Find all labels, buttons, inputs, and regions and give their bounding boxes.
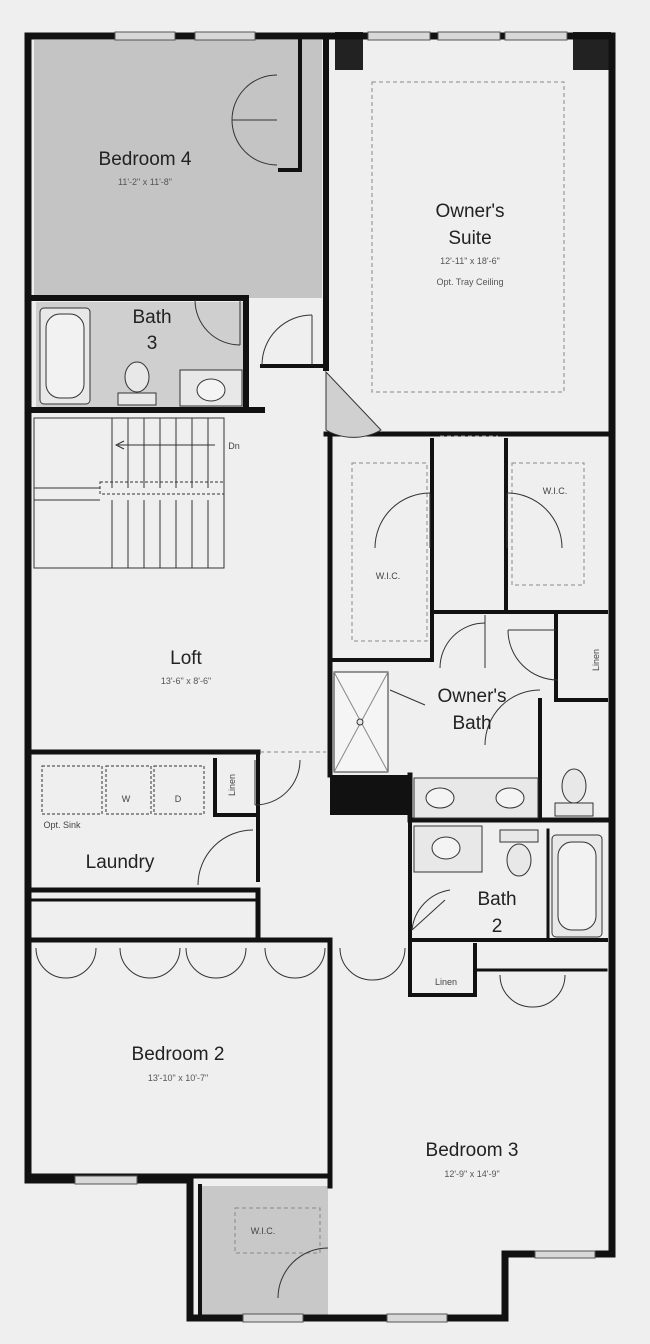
bedroom4-dims: 11'-2" x 11'-8"	[117, 177, 173, 187]
bath3-name-line2: 3	[146, 333, 158, 354]
bedroom2-name: Bedroom 2	[131, 1044, 225, 1065]
bedroom2-dims: 13'-10" x 10'-7"	[147, 1073, 209, 1083]
linen-owners-label: Linen	[591, 648, 601, 672]
loft-dims: 13'-6" x 8'-6"	[160, 676, 212, 686]
windows	[74, 31, 596, 1323]
loft-name: Loft	[170, 648, 202, 669]
owners-suite-name-line1: Owner's	[435, 201, 505, 222]
bath2-name-line2: 2	[491, 916, 503, 937]
owners-suite-note: Opt. Tray Ceiling	[436, 277, 504, 287]
bedroom3-dims: 12'-9" x 14'-9"	[444, 1169, 500, 1179]
fixtures	[39, 307, 603, 938]
stairs-down-label: Dn	[228, 441, 240, 451]
laundry-sink-note: Opt. Sink	[43, 820, 81, 830]
wic-bottom-label: W.I.C.	[250, 1226, 276, 1236]
owners-suite-dims: 12'-11" x 18'-6"	[440, 256, 500, 266]
dryer-label: D	[174, 794, 182, 804]
wic-left-label: W.I.C.	[375, 571, 401, 581]
laundry-name: Laundry	[85, 852, 155, 873]
shaded-areas	[34, 32, 611, 1316]
owners-bath-name-line1: Owner's	[437, 686, 507, 707]
owners-suite-name-line2: Suite	[448, 228, 492, 249]
bedroom4-name: Bedroom 4	[98, 149, 192, 170]
dashed-outlines	[234, 81, 585, 1254]
staircase	[33, 417, 225, 569]
linen-laundry-label: Linen	[227, 773, 237, 797]
bath3-name-line1: Bath	[132, 307, 172, 328]
washer-label: W	[121, 794, 131, 804]
wic-right-label: W.I.C.	[542, 486, 568, 496]
bath2-name-line1: Bath	[477, 889, 517, 910]
owners-bath-name-line2: Bath	[452, 713, 492, 734]
linen-bath2-label: Linen	[434, 977, 458, 987]
doors	[35, 74, 566, 1299]
bedroom3-name: Bedroom 3	[425, 1140, 519, 1161]
